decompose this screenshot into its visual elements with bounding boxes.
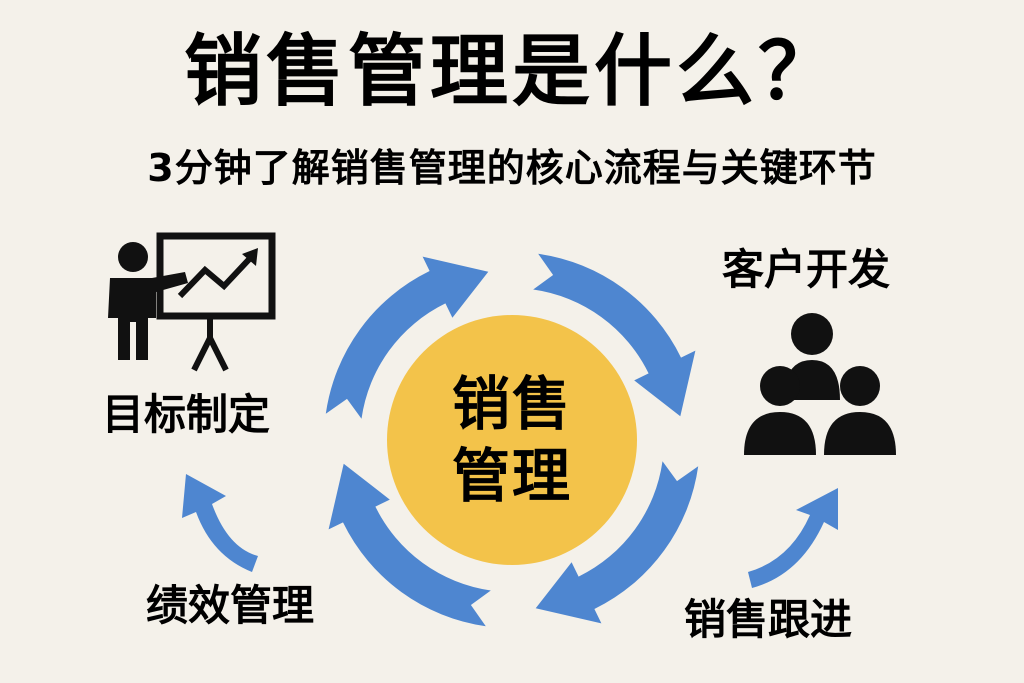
cycle-arrow-top-left <box>325 256 489 419</box>
cycle-arrow-bottom-right <box>535 461 699 624</box>
cycle-arrow-top-right <box>533 253 696 417</box>
center-label-line1: 销售 <box>451 370 572 438</box>
stage-label-sales-followup: 销售跟进 <box>683 595 852 644</box>
cycle-arrow-bottom-left <box>328 463 491 627</box>
page-title: 销售管理是什么？ <box>183 27 840 117</box>
stage-label-performance-management: 绩效管理 <box>145 581 314 630</box>
stage-label-customer-development: 客户开发 <box>721 245 890 294</box>
arrow-performance-to-goal-icon <box>182 474 258 572</box>
center-circle <box>387 315 637 565</box>
arrow-followup-to-customer-icon <box>748 488 838 588</box>
people-group-icon <box>744 313 896 455</box>
presenter-chart-icon <box>108 232 276 372</box>
page-subtitle: 3分钟了解销售管理的核心流程与关键环节 <box>147 146 877 190</box>
stage-label-goal-setting: 目标制定 <box>101 390 270 439</box>
center-label-line2: 管理 <box>451 442 572 510</box>
